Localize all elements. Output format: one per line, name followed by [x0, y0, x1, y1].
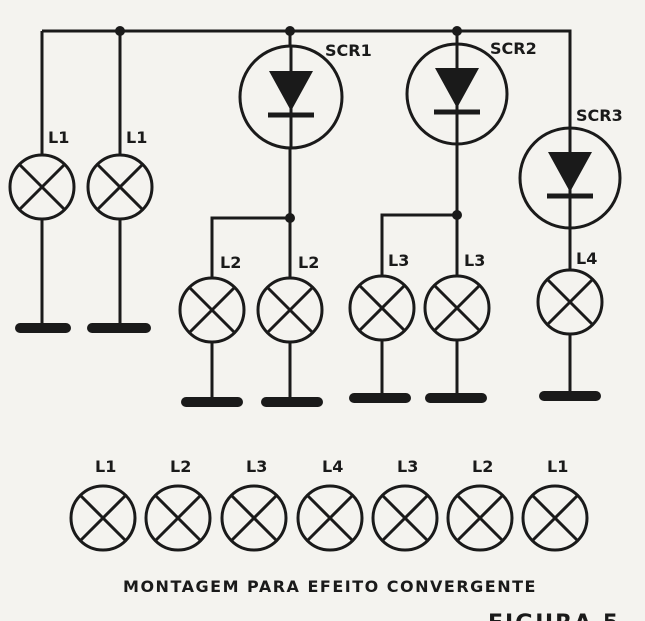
junctions [115, 26, 462, 223]
ground-bars [15, 323, 601, 407]
bottom-lamp-label: L4 [322, 457, 343, 476]
scr1-label: SCR1 [325, 41, 372, 60]
bottom-lamp-label: L1 [547, 457, 568, 476]
scr-symbols [238, 42, 622, 230]
scr3-label: SCR3 [576, 106, 623, 125]
lamp-icon [521, 484, 589, 552]
lamp-icon [348, 274, 416, 342]
lamp-icon [144, 484, 212, 552]
lamp-icon [86, 153, 154, 221]
l3-label: L3 [464, 251, 485, 270]
lamp-icon [69, 484, 137, 552]
lamp-icon [536, 268, 604, 336]
l3-label: L3 [388, 251, 409, 270]
bottom-lamp-row: L1 L2 L3 L4 L3 L2 L1 [69, 457, 589, 552]
bottom-lamp-label: L2 [170, 457, 191, 476]
figure-label: FIGURA 5 [488, 611, 620, 621]
l1-label: L1 [126, 128, 147, 147]
lamp-icon [220, 484, 288, 552]
bottom-lamp-label: L3 [246, 457, 267, 476]
lamp-icon [8, 153, 76, 221]
bottom-lamp-label: L1 [95, 457, 116, 476]
lamps [8, 153, 604, 344]
scr-icon [518, 126, 622, 230]
l1-label: L1 [48, 128, 69, 147]
lamp-icon [256, 276, 324, 344]
caption: MONTAGEM PARA EFEITO CONVERGENTE [123, 577, 537, 596]
l4-label: L4 [576, 249, 597, 268]
lamp-icon [446, 484, 514, 552]
scr2-label: SCR2 [490, 39, 537, 58]
lamp-icon [371, 484, 439, 552]
scr-icon [405, 42, 509, 146]
bottom-lamp-label: L2 [472, 457, 493, 476]
scr-icon [238, 44, 344, 150]
lamp-icon [178, 276, 246, 344]
l2-label: L2 [220, 253, 241, 272]
lamp-icon [423, 274, 491, 342]
bottom-lamp-label: L3 [397, 457, 418, 476]
lamp-icon [296, 484, 364, 552]
l2-label: L2 [298, 253, 319, 272]
